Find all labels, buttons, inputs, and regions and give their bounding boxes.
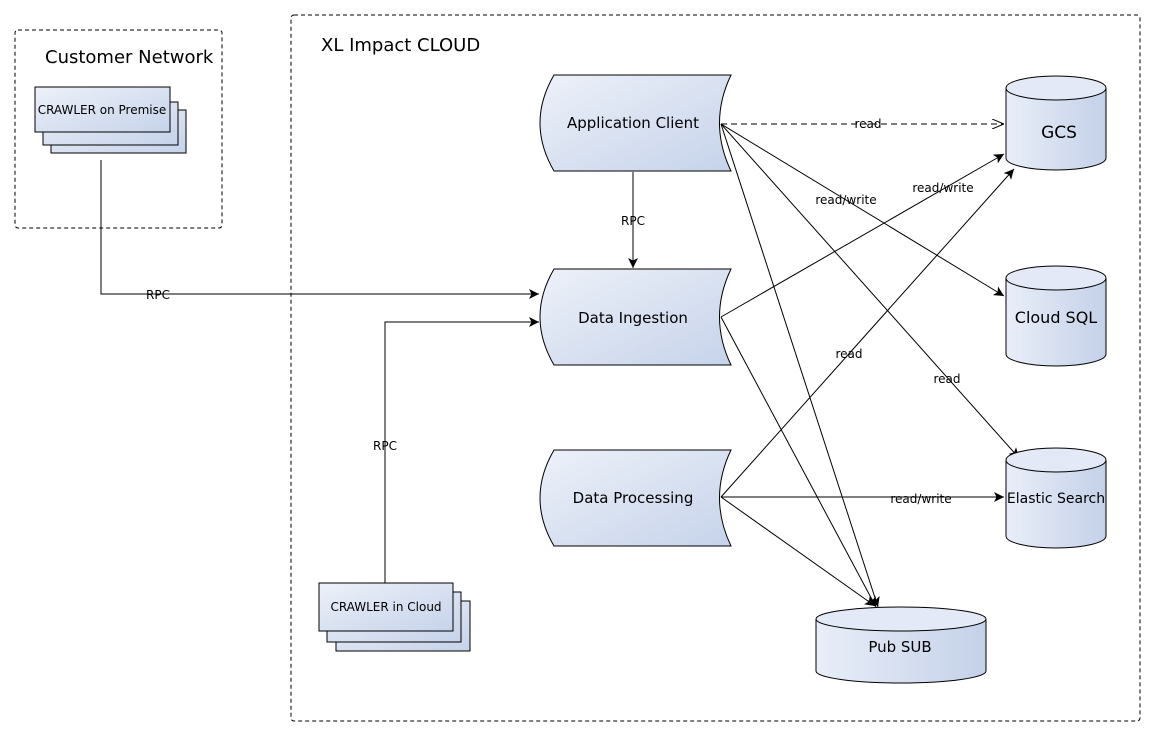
gcs-database: GCS: [1005, 75, 1107, 171]
edge-processing-to-gcs: [720, 168, 1015, 498]
edge-premise-crawler-to-ingestion: [100, 160, 539, 299]
edge-cloud-crawler-to-ingestion: [384, 317, 539, 583]
edge-label-client-cloud-sql: read/write: [815, 193, 876, 207]
edge-label-processing-elastic: read/write: [890, 492, 951, 506]
edge-label-client-gcs: read: [854, 117, 881, 131]
pubsub-database: Pub SUB: [815, 606, 987, 684]
cloud-sql-database: Cloud SQL: [1005, 265, 1107, 367]
edge-label-processing-gcs: read: [835, 347, 862, 361]
crawler-on-premise-label: CRAWLER on Premise: [38, 103, 167, 117]
edge-labels: RPC RPC RPC read read/write read read/wr…: [146, 117, 974, 506]
edge-processing-to-pubsub: [720, 496, 876, 607]
crawler-on-premise-node: CRAWLER on Premise: [34, 86, 187, 154]
data-processing-node: Data Processing: [539, 449, 732, 547]
crawler-in-cloud-label: CRAWLER in Cloud: [330, 600, 441, 614]
xl-impact-cloud-title: XL Impact CLOUD: [321, 35, 480, 56]
edge-label-rpc-client: RPC: [621, 214, 645, 228]
pubsub-label: Pub SUB: [868, 638, 931, 656]
edge-label-client-elastic: read: [933, 372, 960, 386]
edge-ingestion-to-pubsub: [720, 316, 877, 608]
edge-label-rpc-cloud: RPC: [373, 439, 397, 453]
edge-label-ingestion-gcs: read/write: [912, 181, 973, 195]
edge-client-to-cloud-sql: [720, 123, 1005, 297]
xl-impact-cloud-group: XL Impact CLOUD: [290, 14, 1141, 722]
edges: [100, 123, 1020, 608]
data-ingestion-label: Data Ingestion: [578, 309, 688, 327]
elastic-search-label: Elastic Search: [1007, 491, 1105, 507]
gcs-label: GCS: [1041, 123, 1077, 143]
elastic-search-database: Elastic Search: [1005, 447, 1107, 549]
edge-ingestion-to-gcs: [720, 153, 1005, 318]
edge-label-rpc-premise: RPC: [146, 288, 170, 302]
edge-client-to-elastic: [720, 123, 1020, 459]
cloud-sql-label: Cloud SQL: [1015, 308, 1098, 327]
crawler-in-cloud-node: CRAWLER in Cloud: [318, 582, 471, 652]
application-client-node: Application Client: [539, 74, 732, 172]
customer-network-title: Customer Network: [45, 47, 214, 68]
data-ingestion-node: Data Ingestion: [539, 268, 732, 366]
application-client-label: Application Client: [567, 114, 699, 132]
data-processing-label: Data Processing: [573, 489, 694, 507]
edge-client-to-pubsub: [720, 123, 880, 608]
